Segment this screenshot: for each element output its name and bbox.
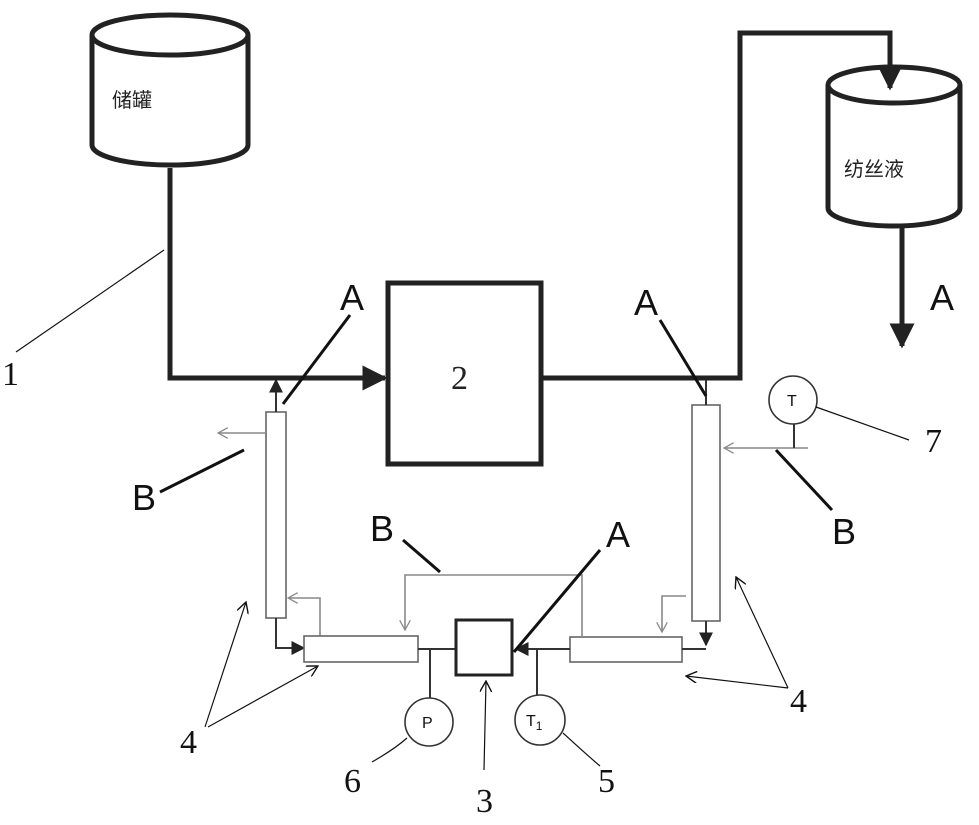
- leader-7: [815, 406, 910, 441]
- left-vertical-exchanger: [265, 411, 287, 619]
- label-b1: B: [132, 477, 156, 518]
- label-7: 7: [925, 423, 942, 460]
- left-bottom-link: [275, 618, 306, 655]
- label-a1: A: [340, 277, 364, 318]
- right-return-line: [662, 595, 686, 632]
- label-a2: A: [634, 282, 658, 323]
- pressure-gauge: [404, 697, 454, 747]
- leader-4-left-b: [207, 666, 318, 728]
- temp-gauge-1-label: T1: [526, 713, 543, 733]
- label-b3: B: [832, 511, 856, 552]
- main-unit-label: 2: [451, 360, 468, 397]
- leader-1: [15, 249, 165, 353]
- left-return-line: [288, 598, 321, 648]
- label-6: 6: [344, 763, 361, 800]
- leader-a2: [658, 319, 708, 397]
- label-3: 3: [476, 783, 493, 820]
- storage-tank: 储罐: [89, 12, 251, 168]
- right-vertical-exchanger: [691, 404, 721, 622]
- label-4-left: 4: [180, 724, 197, 761]
- leader-5: [562, 732, 601, 767]
- leader-b2: [402, 538, 441, 574]
- label-b2: B: [370, 508, 394, 549]
- bridge-line: [405, 574, 583, 636]
- label-5: 5: [598, 763, 615, 800]
- pressure-gauge-label: P: [422, 715, 433, 732]
- main-unit-box: [385, 280, 544, 467]
- feed-pipe: [167, 168, 388, 391]
- leader-6: [371, 737, 408, 763]
- product-pipe: [542, 30, 903, 381]
- leader-a3: [512, 549, 602, 653]
- label-4-right: 4: [790, 683, 807, 720]
- leader-a1: [281, 314, 352, 405]
- spinning-solution-tank: 纺丝液: [825, 64, 963, 229]
- spinning-solution-label: 纺丝液: [844, 157, 904, 181]
- left-horizontal-exchanger: [303, 635, 419, 663]
- temp-gauge-label: T: [787, 393, 797, 410]
- leader-4-left-a: [204, 602, 246, 728]
- leader-4-right-a: [736, 577, 789, 689]
- label-a3: A: [930, 277, 954, 318]
- leader-4-right-b: [686, 676, 789, 689]
- label-1: 1: [2, 356, 19, 393]
- label-a4: A: [606, 514, 630, 555]
- temp-gauge-1: [514, 694, 566, 746]
- temp-gauge: [768, 375, 818, 425]
- storage-tank-label: 储罐: [112, 88, 152, 112]
- leader-b1: [159, 448, 245, 494]
- leader-3: [484, 681, 486, 771]
- pump-box: [454, 618, 514, 677]
- right-horizontal-exchanger: [569, 636, 683, 663]
- leader-b3: [774, 448, 834, 512]
